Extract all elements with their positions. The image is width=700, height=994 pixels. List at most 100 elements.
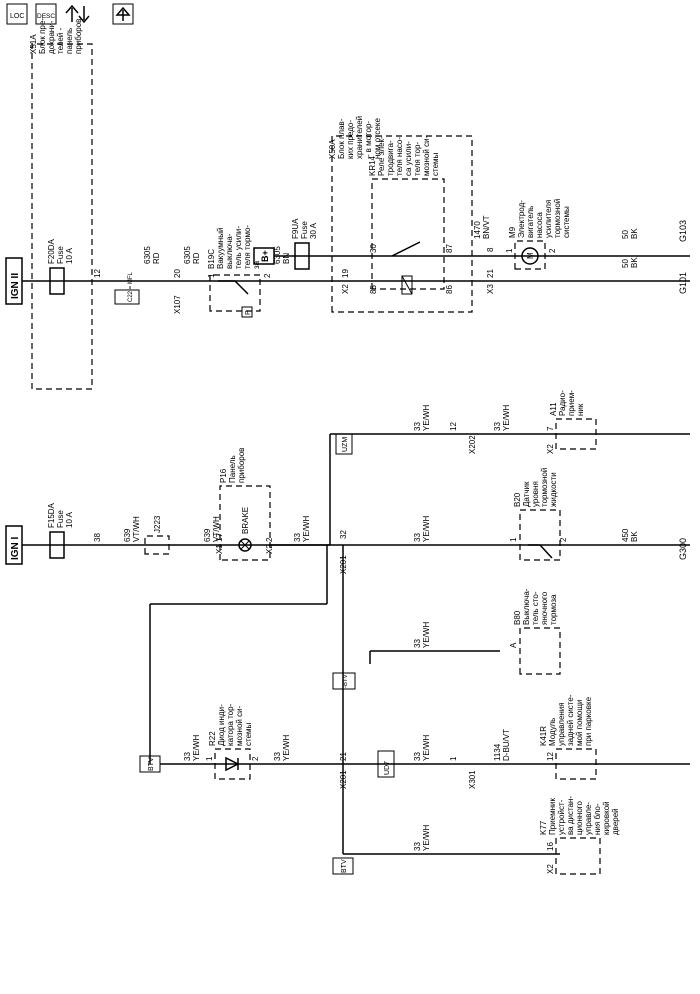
diagram-label: 6305 xyxy=(143,246,152,264)
diagram-label: K77 xyxy=(539,820,548,835)
brake-lamp-icon xyxy=(238,538,252,552)
diagram-label: D-BU/VT xyxy=(502,729,511,761)
diagram-label: Радио- xyxy=(558,390,567,416)
diagram-label: тродвига- xyxy=(386,140,395,176)
diagram-label: задней систе- xyxy=(566,694,575,746)
diagram-label: 1134 xyxy=(493,743,502,761)
diagram-label: Выключа- xyxy=(522,588,531,625)
diagram-label: – в мотор- xyxy=(364,121,373,159)
a11-radio xyxy=(555,418,597,450)
diagram-label: 85 xyxy=(369,285,378,294)
diagram-label: Fuse xyxy=(56,510,65,528)
diagram-label: VT/WH xyxy=(132,516,141,542)
diagram-label: 7 xyxy=(546,426,555,431)
fuse-f15da xyxy=(49,531,65,559)
diagram-label: 33 xyxy=(413,639,422,648)
diagram-label: 2 xyxy=(559,537,568,542)
p16-cluster xyxy=(219,485,271,561)
diagram-label: тормоза xyxy=(549,594,558,625)
diagram-label: устройст- xyxy=(557,799,566,835)
diagram-label: 20 xyxy=(173,269,182,278)
btv-ref-2 xyxy=(332,672,356,690)
diagram-label: 12 xyxy=(93,269,102,278)
diagram-label: 50 xyxy=(621,259,630,268)
up-arrow-icon[interactable] xyxy=(112,3,134,25)
diagram-label: ва дистан- xyxy=(566,796,575,835)
diagram-label: 33 xyxy=(273,752,282,761)
diagram-label: G300 xyxy=(678,538,688,560)
diagram-label: приборов xyxy=(237,448,246,483)
loc-icon[interactable]: LOC xyxy=(6,3,28,25)
diagram-label: 33 xyxy=(413,842,422,851)
up-down-arrow-icon[interactable] xyxy=(65,4,90,24)
diagram-label: VT/WH xyxy=(212,516,221,542)
diagram-label: BTV xyxy=(148,757,155,771)
diagram-label: 8 xyxy=(486,247,495,252)
desc-icon[interactable]: DESC xyxy=(35,3,57,25)
diagram-label: ник xyxy=(576,403,585,416)
diagram-label: тель усили- xyxy=(234,226,243,269)
diagram-label: X1 xyxy=(215,544,224,554)
diagram-label: M9 xyxy=(508,226,517,238)
diagram-label: Электрод- xyxy=(517,200,526,238)
a11-label: A11 Радио- прием- ник xyxy=(549,390,585,416)
diagram-label: X301 xyxy=(468,770,477,789)
diagram-label: M xyxy=(526,252,535,259)
diagram-label: Блок плав- xyxy=(337,118,346,159)
diagram-label: выключа- xyxy=(225,233,234,269)
diagram-label: RD xyxy=(152,252,161,264)
diagram-label: 2 xyxy=(263,273,272,278)
diagram-label: X50A xyxy=(328,139,337,159)
k77-receiver xyxy=(555,837,601,875)
diagram-label: Блок пре- xyxy=(38,18,47,54)
diagram-label: BK xyxy=(630,228,639,239)
diagram-label: X107 xyxy=(173,295,182,314)
diagram-label: YE/WH xyxy=(502,405,511,431)
ud7-ref xyxy=(377,750,395,778)
diagram-label: уровня xyxy=(531,481,540,507)
b20-label: B20 Датчик уровня тормозной жидкости xyxy=(513,468,558,507)
diagram-label: A11 xyxy=(549,402,558,416)
diagram-label: 639 xyxy=(123,528,132,542)
diagram-label: приборов xyxy=(74,19,83,54)
motor-m9-label: M9 Электрод- вигатель насоса усилителя т… xyxy=(508,199,571,238)
diagram-label: RD xyxy=(192,252,201,264)
fuse-block-x50a xyxy=(331,135,473,313)
diagram-label: UZM xyxy=(342,437,349,452)
diagram-label: G103 xyxy=(678,220,688,242)
diagram-label: C22 = MFL xyxy=(128,271,134,302)
diagram-label: UD7 xyxy=(384,761,391,775)
diagram-label: дверей xyxy=(611,808,620,835)
diagram-label: 33 xyxy=(293,533,302,542)
diagram-label: A xyxy=(509,642,518,648)
diagram-label: Приемник xyxy=(548,797,557,835)
diagram-label: X3 xyxy=(486,284,495,294)
diagram-label: дохрани- xyxy=(47,20,56,54)
diagram-label: мой помощи xyxy=(575,700,584,746)
diagram-label: YE/WH xyxy=(282,735,291,761)
diagram-label: -BTV xyxy=(343,674,349,688)
diagram-label: YE/WH xyxy=(422,825,431,851)
diagram-label: 33 xyxy=(413,422,422,431)
diagram-label: тормозной xyxy=(540,468,549,507)
diagram-label: KR14 xyxy=(368,155,377,176)
diagram-label: насоса xyxy=(535,212,544,238)
j223 xyxy=(144,535,170,555)
diagram-label: YE/WH xyxy=(422,622,431,648)
diagram-label: стемы xyxy=(244,722,253,746)
diagram-label: 33 xyxy=(413,752,422,761)
diagram-label: 38 xyxy=(93,533,102,542)
diagram-label: 2 xyxy=(265,537,274,542)
diagram-label: YE/WH xyxy=(192,735,201,761)
ign2-label: IGN II xyxy=(10,273,21,299)
diagram-label: Реле элек- xyxy=(377,136,386,176)
diagram-label: управления xyxy=(557,702,566,746)
diagram-label: вигатель xyxy=(526,206,535,238)
p16-label: P16 Панель приборов xyxy=(219,448,246,483)
k41r-label: K41R Модуль управления задней систе- мой… xyxy=(539,694,593,746)
fuse-block-x51a-title: X51A Блок пре- дохрани- телей - панель п… xyxy=(29,18,83,54)
diagram-label: X2 xyxy=(546,864,555,874)
diagram-label: Модуль xyxy=(548,718,557,746)
diagram-label: LOC xyxy=(10,13,24,20)
diagram-label: 33 xyxy=(183,752,192,761)
